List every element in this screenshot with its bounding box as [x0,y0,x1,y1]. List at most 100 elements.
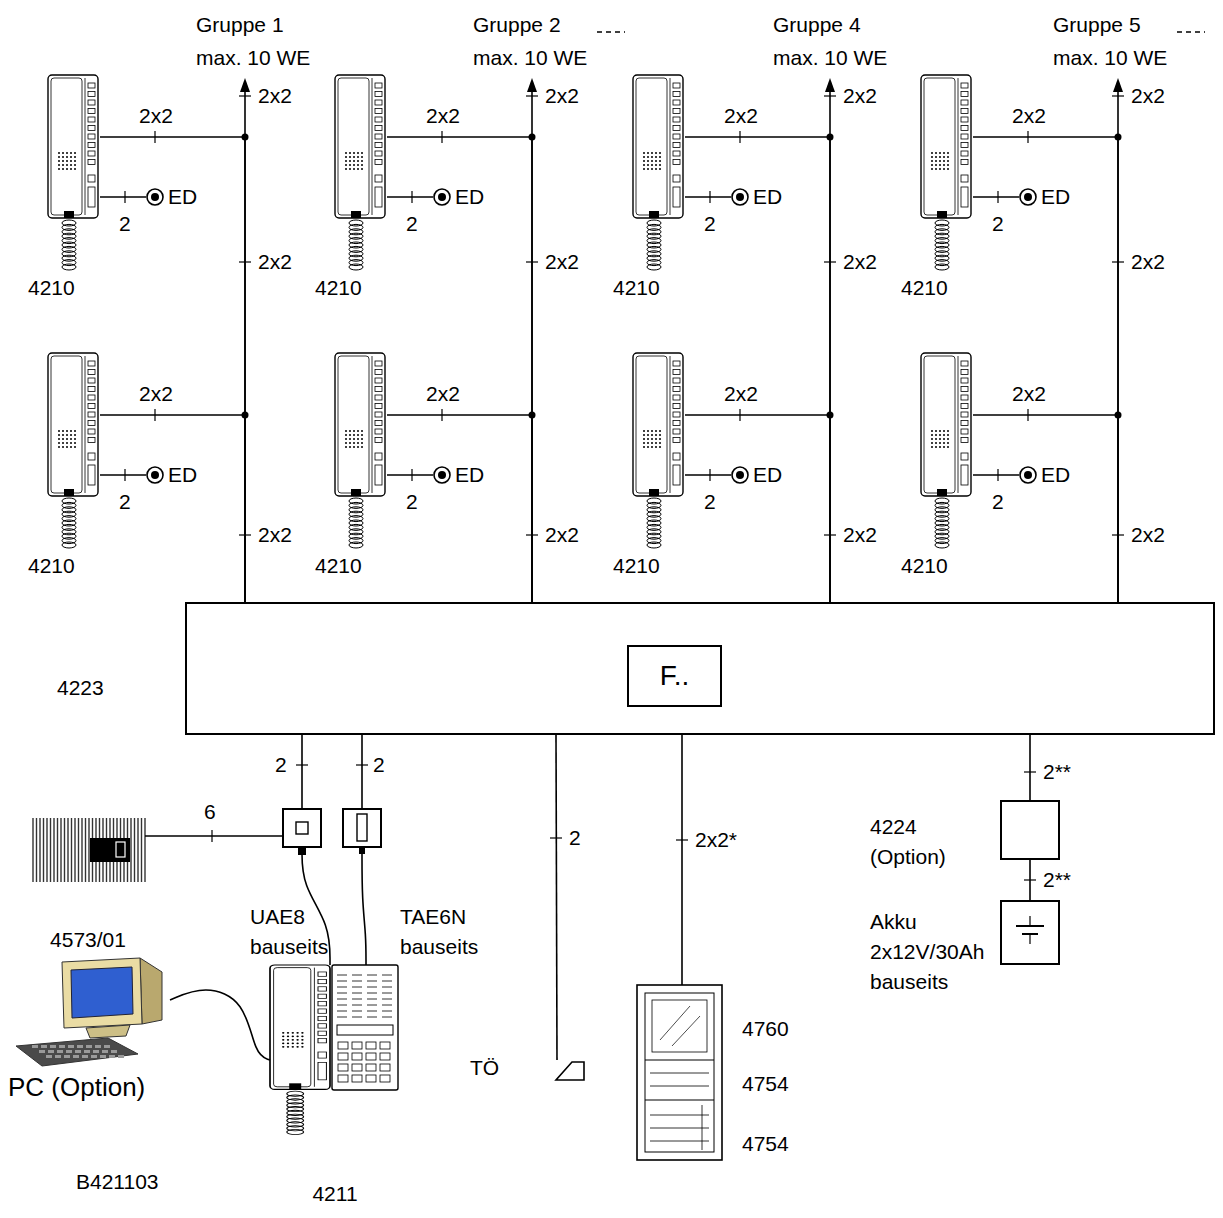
device-box: UAE8 bauseits [282,808,322,848]
name-field [352,981,362,982]
door-button [673,465,680,485]
name-plate [650,1141,709,1142]
speaker-hole [353,430,355,432]
speaker-hole [935,442,937,444]
device-label: 4223 [57,676,104,700]
speaker-hole [943,160,945,162]
speaker-hole [659,446,661,448]
door-button [961,465,968,485]
wire-count: 6 [203,800,217,824]
speaker-hole [935,152,937,154]
wire-count: 2x2 [842,523,878,547]
door-opener-symbol [556,1062,584,1080]
call-button [375,100,382,105]
speaker-hole [943,164,945,166]
device-box: F.. [627,645,722,707]
speaker-hole [357,152,359,154]
device-label: 4210 [315,276,362,300]
speaker-hole [647,160,649,162]
speaker-hole [643,438,645,440]
speaker-hole [943,434,945,436]
coiled-cord [62,542,76,548]
wire-count: 2x2 [723,382,759,406]
speaker-hole [935,164,937,166]
push-button-ring [434,189,450,205]
device-fin [137,818,138,882]
monitor-screen [71,967,133,1018]
button-strip-edge [372,78,373,215]
speaker-hole [301,1039,303,1041]
speaker-hole [651,160,653,162]
speaker-hole [943,430,945,432]
call-button [673,404,680,409]
socket-slot [357,814,367,841]
name-field [337,975,347,976]
keypad-key [338,1053,348,1060]
device-label: TAE6N bauseits [400,902,485,962]
speaker-hole [357,438,359,440]
handset-body [921,353,971,496]
device-label: 4573/01 [50,928,126,952]
door-button [318,1052,326,1058]
speaker-hole [282,1039,284,1041]
speaker-hole [357,168,359,170]
wire-connector [100,196,146,198]
call-button [375,387,382,392]
speaker-hole [287,1042,289,1044]
call-button [673,429,680,434]
coiled-cord [287,1129,304,1134]
speaker-hole [651,442,653,444]
device-label: 4210 [901,554,948,578]
wire-count: 2 [118,490,132,514]
speaker-hole [943,156,945,158]
monitor-side [140,958,162,1024]
device-figure: ED [1019,188,1037,206]
wire-count: 2x2 [425,382,461,406]
call-button [318,1016,326,1020]
device-fin [85,818,86,882]
wire-connector [361,735,363,808]
push-button-core [151,471,159,479]
speaker-hole [58,430,60,432]
speaker-hole [643,156,645,158]
speaker-hole [651,156,653,158]
wire-connector [100,415,245,602]
wire-connector [100,137,245,602]
name-field [337,987,347,988]
call-button [375,109,382,114]
coiled-cord [647,542,661,548]
door-button [88,187,95,207]
call-button [673,421,680,426]
speaker-hole [947,160,949,162]
call-button [375,370,382,375]
push-button-ring [147,467,163,483]
keypad-key [366,1064,376,1071]
push-button-ring [1020,467,1036,483]
device-label: 4210 [28,276,75,300]
wire-count: 2x2 [842,250,878,274]
speaker-hole [349,152,351,154]
device-label: 4210 [901,276,948,300]
call-button [961,92,968,97]
speaker-hole [651,438,653,440]
wire-count-tick [824,95,836,96]
wire-connector [100,474,146,476]
device-figure: 4210 [633,353,685,548]
call-button [375,134,382,139]
wire-count: 2 [405,212,419,236]
device-figure: 4210 [48,353,100,548]
speaker-hole [58,442,60,444]
speaker-hole [939,438,941,440]
drawing-number: B421103 [75,1170,160,1194]
call-button [88,370,95,375]
device-figure: ED [433,188,451,206]
device-figure: 4211 [270,965,398,1140]
speaker-hole [74,442,76,444]
riser-arrow [1113,78,1123,92]
push-button-core [736,193,744,201]
name-field [337,1017,347,1018]
speaker-hole [361,438,363,440]
keyboard-key [91,1055,97,1058]
speaker-hole [939,446,941,448]
